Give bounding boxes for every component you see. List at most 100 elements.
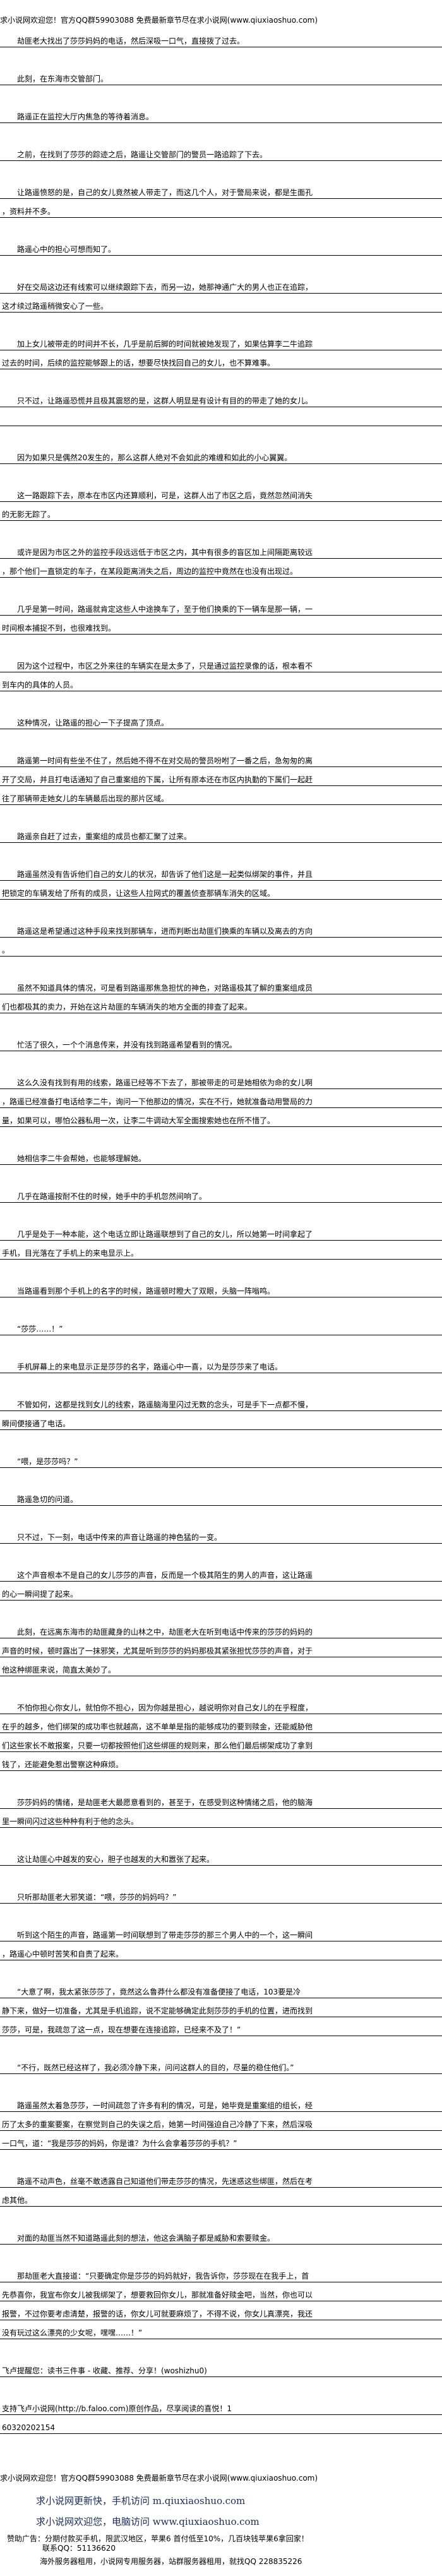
text-line: 劫匪老大找出了莎莎妈妈的电话，然后深吸一口气，直接拨了过去。 [0, 28, 442, 47]
paragraph: “喂，是莎莎吗？” [0, 1449, 442, 1468]
text-line: 这一路跟踪下去，原本在市区内还算顺利，可是，这群人出了市区之后，竟然忽然间消失 [0, 483, 442, 502]
text-line: 开了交局，并且打电话通知了自己重案组的下属，让所有原本还在市区内执勤的下属们一起… [0, 767, 442, 786]
paragraph: “莎莎……！” [0, 1316, 442, 1335]
text-line: 里一瞬间闪过这些种种有利于他的念头。 [0, 1809, 442, 1828]
paragraph: 当路遥看到那个手机上的名字的时候，路遥顿时瞪大了双眼，头脑一阵嗡鸣。 [0, 1279, 442, 1297]
text-line: 们这些家长不敢报案，只要一切都按照他们这些绑匪的规则来，那么他们最后绑架成功了拿… [0, 1733, 442, 1752]
paragraph: “不行，既然已经这样了，我必须冷静下来，问问这群人的目的，尽量的稳住他们。” [0, 2055, 442, 2074]
text-line: 瞬间便接通了电话。 [0, 1411, 442, 1430]
text-line: 报警，不过你要考虑清楚，报警的话，你女儿可就要麻烦了，不得不说，你女儿真漂亮，我… [0, 2301, 442, 2320]
paragraph: 路遥这是希望通过这种手段来找到那辆车，进而判断出劫匪们换乘的车辆以及离去的方向。 [0, 919, 442, 957]
text-line: 听到这个陌生的声音，路遥第一时间联想到了带走莎莎的那三个男人中的一个，这一瞬间 [0, 1923, 442, 1941]
paragraph: 只听那劫匪老大邪笑道：“喂，莎莎的妈妈吗？” [0, 1885, 442, 1904]
paragraph: 几乎在路遥按耐不住的时候，她手中的手机忽然间响了。 [0, 1184, 442, 1203]
paragraph: 几乎是处于一种本能，这个电话立即让路遥联想到了自己的女儿，所以她第一时间拿起了手… [0, 1222, 442, 1260]
text-line: 钱了，还能避免惹出警察这种麻烦。 [0, 1752, 442, 1771]
server-ad: 海外服务器租用，小说网专用服务器，站群服务器租用，就找QQ 228835226 [40, 2557, 302, 2566]
text-line: 让路遥愤怒的是，自己的女儿竟然被人带走了，而这几个人，对于警局来说，都是生面孔 [0, 180, 442, 199]
paragraph: 让路遥愤怒的是，自己的女儿竟然被人带走了，而这几个人，对于警局来说，都是生面孔，… [0, 180, 442, 218]
text-line: 几乎是处于一种本能，这个电话立即让路遥联想到了自己的女儿，所以她第一时间拿起了 [0, 1222, 442, 1241]
paragraph: 这一路跟踪下去，原本在市区内还算顺利，可是，这群人出了市区之后，竟然忽然间消失的… [0, 483, 442, 521]
text-line: 一口气，道：“我是莎莎的妈妈，你是谁？为什么会拿着莎莎的手机？” [0, 2131, 442, 2150]
text-line: 那劫匪老大直接道：“只要确定你是莎莎的妈妈就好，我告诉你，莎莎现在在我手上，首 [0, 2263, 442, 2282]
text-line: 时间根本捕捉不到，也很难找到。 [0, 616, 442, 635]
paragraph: 路遥不动声色，丝毫不敢透露自己知道他们带走莎莎的情况，先迷惑这些绑匪，然后在考虑… [0, 2169, 442, 2207]
text-line: 只不过，下一刻，电话中传来的声音让路遥的神色猛的一变。 [0, 1525, 442, 1544]
text-line: 此刻，在东海市交管部门。 [0, 66, 442, 85]
text-line: 因为如果只是偶然20发生的，那么这群人绝对不会如此的难缠和如此的小心翼翼。 [0, 445, 442, 464]
paragraph: 路遥急切的问道。 [0, 1487, 442, 1506]
site-banner-bottom: 求小说网欢迎您！官方QQ群59903088 免费最新章节尽在求小说网(www.q… [0, 2474, 318, 2483]
site-banner-top: 求小说网欢迎您！官方QQ群59903088 免费最新章节尽在求小说网(www.q… [0, 16, 318, 25]
paragraph: 手机屏幕上的来电显示正是莎莎的名字，路遥心中一喜，以为是莎莎来了电话。 [0, 1354, 442, 1373]
text-line: 路遥亲自赶了过去，重案组的成员也都汇聚了过来。 [0, 824, 442, 843]
text-line: 手机屏幕上的来电显示正是莎莎的名字，路遥心中一喜，以为是莎莎来了电话。 [0, 1354, 442, 1373]
text-line: 莎莎，可是，我疏忽了这一点，现在想要在连接追踪，已经来不及了！” [0, 2017, 442, 2036]
text-line: 路遥不动声色，丝毫不敢透露自己知道他们带走莎莎的情况，先迷惑这些绑匪，然后在考 [0, 2169, 442, 2188]
paragraph: 之前，在找到了莎莎的踪迹之后，路遥让交管部门的警员一路追踪了下去。 [0, 142, 442, 161]
text-line: 路遥心中的担心可想而知了。 [0, 237, 442, 256]
text-line: 虑其他。 [0, 2188, 442, 2207]
text-line: 只不过，让路遥恐慌并且极其震怒的是，这群人明显是有设计有目的的带走了她的女儿。 [0, 388, 442, 407]
text-line: 路遥这是希望通过这种手段来找到那辆车，进而判断出劫匪们换乘的车辆以及离去的方向 [0, 919, 442, 938]
text-line: 好在交局这边还有线索可以继续跟踪下去，而另一边，她那神通广大的男人也正在追踪， [0, 275, 442, 294]
text-line: “莎莎……！” [0, 1316, 442, 1335]
paragraph: 这个声音根本不是自己的女儿莎莎的声音，反而是一个极其陌生的男人的声音，这让路遥的… [0, 1563, 442, 1601]
text-line: 飞卢提醒您：读书三件事 - 收藏、推荐、分享！(woshizhu0) [0, 2358, 442, 2377]
text-line: 路遥虽然没有告诉他们自己的女儿的状况，却告诉了他们这是一起类似绑架的事件，并且 [0, 862, 442, 881]
text-line: 历了太多的重案要案，在察觉到自己的失误之后，她第一时间强迫自己冷静了下来，然后深… [0, 2112, 442, 2131]
text-line: 路遥正在监控大厅内焦急的等待着消息。 [0, 104, 442, 123]
text-line: 声音的时候，顿时露出了一抹邪笑，尤其是听到莎莎的妈妈那极其紧张担忧莎莎的声音，对… [0, 1638, 442, 1657]
paragraph: 这让劫匪心中越发的安心，胆子也越发的大和嚣张了起来。 [0, 1847, 442, 1866]
paragraph: 莎莎妈妈的情绪，是劫匪老大最愿意看到的，甚至于，在感受到这种情绪之后，他的脑海里… [0, 1790, 442, 1828]
paragraph: 几乎是第一时间，路遥就肯定这些人中途换车了，至于他们换乘的下一辆车是那一辆，一时… [0, 597, 442, 635]
text-line: 之前，在找到了莎莎的踪迹之后，路遥让交管部门的警员一路追踪了下去。 [0, 142, 442, 161]
text-line: “不行，既然已经这样了，我必须冷静下来，问问这群人的目的，尽量的稳住他们。” [0, 2055, 442, 2074]
paragraph: 路遥心中的担心可想而知了。 [0, 237, 442, 256]
text-line: 量，如果可以，哪怕公器私用一次，让李二牛调动大军全面搜索她也在所不惜了。 [0, 1108, 442, 1127]
text-line: 。 [0, 938, 442, 957]
paragraph: “大意了啊，我太紧张莎莎了，竟然这么鲁莽什么都没有准备便接了电话，103要是冷静… [0, 1979, 442, 2036]
text-line: 或许是因为市区之外的监控手段远远低于市区之内，其中有很多的盲区加上间隔距离较远 [0, 540, 442, 559]
chapter-content: 劫匪老大找出了莎莎妈妈的电话，然后深吸一口气，直接拨了过去。 此刻，在东海市交管… [0, 28, 442, 2453]
paragraph: 路遥虽然太着急莎莎，一时间疏忽了许多有利的情况，可是，她毕竟是重案组的组长，经历… [0, 2093, 442, 2150]
text-line: 手机，目光落在了手机上的来电显示上。 [0, 1241, 442, 1260]
paragraph: 好在交局这边还有线索可以继续跟踪下去，而另一边，她那神通广大的男人也正在追踪，这… [0, 275, 442, 313]
text-line: 当路遥看到那个手机上的名字的时候，路遥顿时瞪大了双眼，头脑一阵嗡鸣。 [0, 1279, 442, 1297]
paragraph: 路遥正在监控大厅内焦急的等待着消息。 [0, 104, 442, 123]
paragraph: 这么久没有找到有用的线索，路遥已经等不下去了，那被带走的可是她相依为命的女儿啊，… [0, 1070, 442, 1127]
text-line: 往了那辆带走她女儿的车辆最后出现的那片区域。 [0, 786, 442, 805]
paragraph: 只不过，下一刻，电话中传来的声音让路遥的神色猛的一变。 [0, 1525, 442, 1544]
text-line: 这让劫匪心中越发的安心，胆子也越发的大和嚣张了起来。 [0, 1847, 442, 1866]
text-line: ，那个他们一直锁定的车子，在某段距离消失之后，周边的监控中竟然在也没有出现过。 [0, 559, 442, 578]
text-line: 们也都极其的卖力，开始在这片劫匪的车辆消失的地方全面的排查了起来。 [0, 994, 442, 1013]
paragraph: 虽然不知道具体的情况，可是看到路遥那焦急担忧的神色，对路遥极其了解的重案组成员们… [0, 975, 442, 1013]
paragraph: 飞卢提醒您：读书三件事 - 收藏、推荐、分享！(woshizhu0) [0, 2358, 442, 2377]
text-line [0, 407, 442, 426]
text-line: 因为这个过程中，市区之外来往的车辆实在是太多了，只是通过监控录像的话，根本看不 [0, 653, 442, 672]
paragraph: 不怕你担心你女儿，就怕你不担心，因为你越是担心，越说明你对自己女儿的在乎程度，在… [0, 1695, 442, 1771]
text-line: 加上女儿被带走的时间并不长，几乎是前后脚的时间就被她发现了，如果估算李二牛追踪 [0, 331, 442, 350]
text-line: 几乎是第一时间，路遥就肯定这些人中途换车了，至于他们换乘的下一辆车是那一辆，一 [0, 597, 442, 616]
text-line: 他这种绑匪来说，简直太美妙了。 [0, 1657, 442, 1676]
sponsor-contact: 联系QQ：51136620 [42, 2544, 116, 2553]
paragraph: 或许是因为市区之外的监控手段远远低于市区之内，其中有很多的盲区加上间隔距离较远，… [0, 540, 442, 578]
text-line: 把锁定的车辆发给了所有的成员，让这些人拉网式的覆盖侦查那辆车消失的区域。 [0, 881, 442, 900]
paragraph: 因为这个过程中，市区之外来往的车辆实在是太多了，只是通过监控录像的话，根本看不到… [0, 653, 442, 691]
pc-access-link[interactable]: 求小说网欢迎您，电脑访问 www.qiuxiaoshuo.com [36, 2516, 260, 2527]
text-line: 这才续过路遥稍微安心了一些。 [0, 294, 442, 313]
mobile-access-link[interactable]: 求小说网更新快，手机访问 m.qiuxiaoshuo.com [36, 2495, 246, 2507]
text-line: 支持飞卢小说网(http://b.faloo.com)原创作品，尽享阅读的喜悦！… [0, 2396, 442, 2415]
text-line: 对面的劫匪当然不知道路遥此刻的想法，他这会满脑子都是威胁和索要赎金。 [0, 2226, 442, 2245]
paragraph: 此刻，在东海市交管部门。 [0, 66, 442, 85]
text-line: 到车内的具体的人员。 [0, 672, 442, 691]
paragraph: 路遥第一时间有些坐不住了，然后她不得不在对交局的警员吩咐了一番之后，急匆匆的离开… [0, 748, 442, 805]
paragraph: 这种情况，让路遥的担心一下子提高了顶点。 [0, 710, 442, 729]
paragraph: 路遥亲自赶了过去，重案组的成员也都汇聚了过来。 [0, 824, 442, 843]
paragraph: 忙活了很久，一个个消息传来，并没有找到路遥希望看到的情况。 [0, 1032, 442, 1051]
text-line: 只听那劫匪老大邪笑道：“喂，莎莎的妈妈吗？” [0, 1885, 442, 1904]
text-line: 此刻，在远离东海市的劫匪藏身的山林之中，劫匪老大在听到电话中传来的莎莎的妈妈的 [0, 1619, 442, 1638]
paragraph: 她相信李二牛会帮她，也能够理解她。 [0, 1146, 442, 1165]
text-line: “大意了啊，我太紧张莎莎了，竟然这么鲁莽什么都没有准备便接了电话，103要是冷 [0, 1979, 442, 1998]
paragraph: 因为如果只是偶然20发生的，那么这群人绝对不会如此的难缠和如此的小心翼翼。 [0, 445, 442, 464]
